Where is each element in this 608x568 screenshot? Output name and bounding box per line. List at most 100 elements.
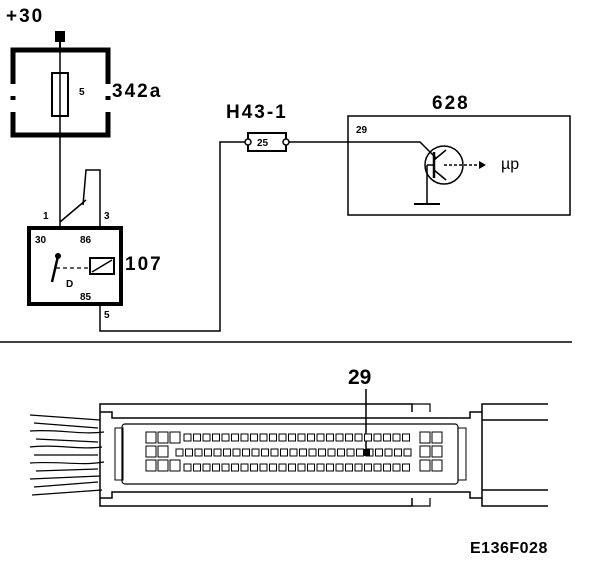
pin-cavity	[202, 433, 211, 442]
pin-cavity	[288, 463, 296, 472]
pin-cavity	[326, 463, 334, 472]
pin-cavity	[402, 463, 410, 472]
pin-cavity	[213, 448, 222, 457]
relay-pin-1: 1	[43, 211, 49, 222]
relay-pin-86: 86	[80, 235, 92, 246]
pin-cavity-large	[145, 445, 157, 458]
pin-cavity	[364, 433, 372, 442]
pin-cavity	[250, 433, 258, 442]
pin-cavity	[403, 448, 412, 457]
pin-cavity	[383, 433, 391, 442]
pin-cavity	[373, 433, 382, 442]
wire-jumper	[59, 199, 87, 223]
figure-code: E136F028	[470, 540, 548, 557]
relay-diode-symbol: D	[66, 279, 73, 290]
pin-cavity	[392, 463, 401, 472]
fuse-block-id: 342a	[112, 81, 162, 102]
pin-cavity	[327, 448, 336, 457]
pin-cavity	[259, 433, 268, 442]
pin-cavity	[194, 448, 203, 457]
pin-cavity	[346, 448, 355, 457]
pin-cavity-large	[145, 459, 157, 472]
pin-cavity-large	[419, 459, 431, 472]
pin-cavity	[297, 433, 306, 442]
pin-cavity	[250, 463, 258, 472]
pin-cavity	[240, 433, 249, 442]
pin-cavity	[326, 433, 334, 442]
pin-cavity	[316, 433, 325, 442]
pin-cavity	[354, 433, 363, 442]
pin-cavity	[345, 433, 353, 442]
pin-cavity	[212, 433, 220, 442]
pin-cavity	[231, 463, 239, 472]
relay-pin-5: 5	[104, 310, 110, 321]
pin-cavity-large	[169, 459, 181, 472]
pin-cavity	[373, 463, 382, 472]
pin-cavity	[356, 448, 364, 457]
relay-107	[27, 226, 123, 306]
relay-pin-3: 3	[104, 211, 110, 222]
pin-cavity	[318, 448, 326, 457]
connector-inline-pin: 25	[257, 138, 269, 149]
pin-cavity	[240, 463, 249, 472]
control-module-pin: 29	[356, 125, 368, 136]
pin-cavity	[231, 433, 239, 442]
pin-cavity	[183, 463, 192, 472]
pin-cavity	[223, 448, 231, 457]
pin-cavity	[278, 463, 287, 472]
pin-cavity	[316, 463, 325, 472]
pin-cavity	[221, 433, 230, 442]
relay-pin-85: 85	[80, 292, 92, 303]
supply-terminal	[55, 31, 65, 42]
connector-pin-grid	[145, 431, 443, 472]
pin-cavity	[183, 433, 192, 442]
pin-cavity	[384, 448, 393, 457]
wire-harness	[29, 414, 105, 496]
pin-cavity	[175, 448, 184, 457]
pin-cavity	[261, 448, 269, 457]
pin-cavity	[307, 463, 315, 472]
pin-cavity	[202, 463, 211, 472]
wire-relay-pin3	[82, 169, 101, 228]
pin-cavity-large	[431, 445, 443, 458]
pin-cavity	[193, 463, 201, 472]
pin-cavity	[337, 448, 345, 457]
pin-cavity	[232, 448, 241, 457]
pin-cavity	[297, 463, 306, 472]
pin-cavity-large	[157, 445, 169, 458]
pin-cavity	[270, 448, 279, 457]
wire-connector-to-module	[289, 141, 437, 159]
pin-cavity	[402, 433, 410, 442]
pin-cavity	[383, 463, 391, 472]
pin-cavity	[307, 433, 315, 442]
fuse-number: 5	[79, 87, 85, 98]
pin-cavity	[251, 448, 260, 457]
pin-cavity	[212, 463, 220, 472]
pin-cavity	[335, 463, 344, 472]
pin-cavity	[259, 463, 268, 472]
pin-cavity	[278, 433, 287, 442]
connector-h43-1	[244, 132, 290, 152]
pin-cavity-large	[431, 431, 443, 444]
relay-pin-30: 30	[35, 235, 47, 246]
pin-cavity	[185, 448, 193, 457]
pin-cavity	[354, 463, 363, 472]
pin-cavity-large	[145, 431, 157, 444]
connector-detail-drawing	[29, 403, 548, 507]
pin-cavity	[288, 433, 296, 442]
relay-id: 107	[125, 254, 163, 275]
pin-cavity	[308, 448, 317, 457]
pin-cavity	[375, 448, 383, 457]
wire-relay-to-connector	[99, 141, 248, 332]
relay-switch-contact	[50, 255, 60, 283]
control-module-628	[347, 115, 571, 216]
supply-label: +30	[6, 6, 44, 27]
control-module-id: 628	[432, 93, 470, 114]
pin-cavity-large	[169, 431, 181, 444]
transistor-symbol	[414, 145, 486, 205]
pin-cavity	[242, 448, 250, 457]
pin-cavity	[221, 463, 230, 472]
pin-cavity-highlighted	[363, 449, 370, 456]
pin-cavity	[269, 433, 277, 442]
